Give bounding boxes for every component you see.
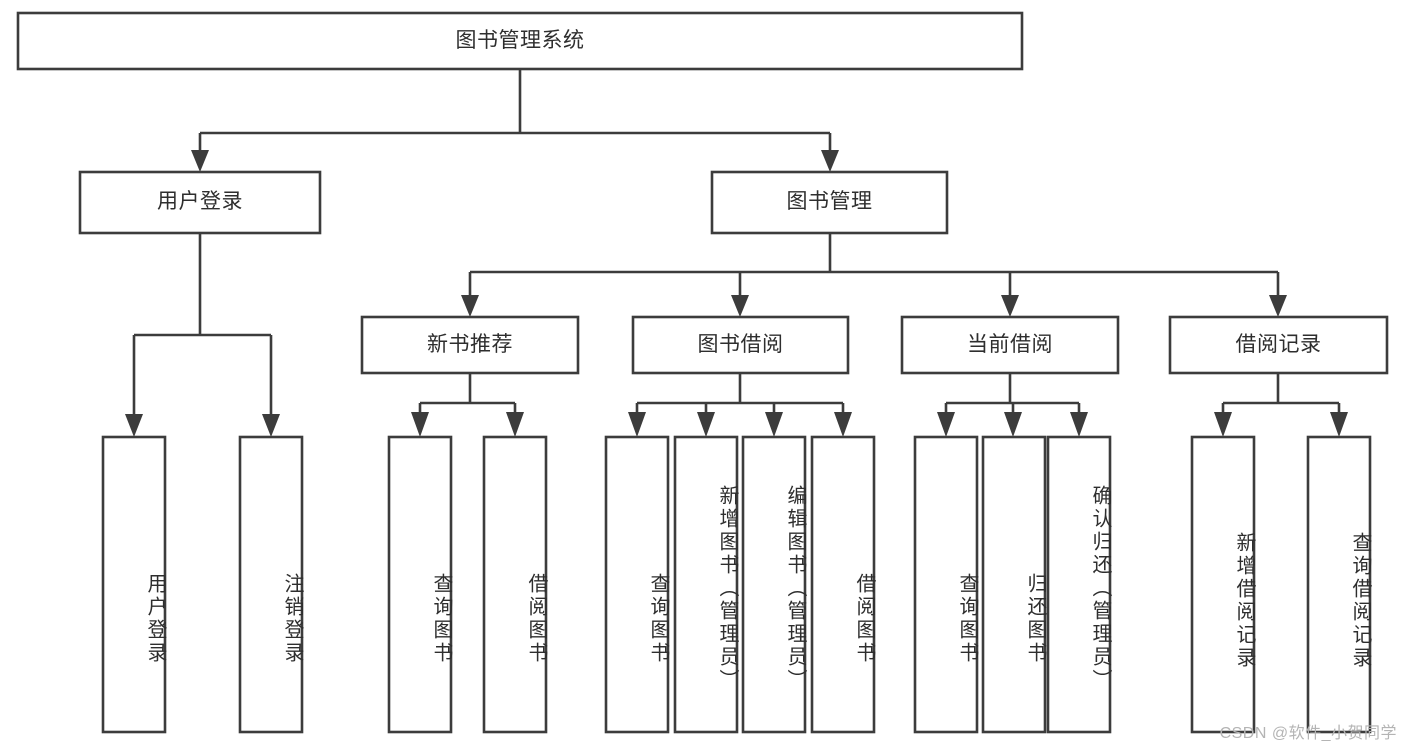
node-box-leaf-borrow-book[interactable] bbox=[810, 435, 876, 734]
arrow-head-leaf-query-book-current bbox=[937, 412, 955, 437]
node-box-book-borrow[interactable] bbox=[631, 315, 850, 375]
arrow-head-borrow-record bbox=[1269, 295, 1287, 317]
node-box-current-borrow[interactable] bbox=[900, 315, 1120, 375]
arrow-head-current-borrow bbox=[1001, 295, 1019, 317]
arrow-head-leaf-borrow-book bbox=[834, 412, 852, 437]
csdn-watermark: CSDN @软件_小贺同学 bbox=[1219, 725, 1397, 742]
connector-root-to-level1 bbox=[191, 69, 839, 172]
arrow-head-leaf-query-book-borrow bbox=[628, 412, 646, 437]
node-box-leaf-edit-book[interactable] bbox=[741, 435, 807, 734]
connector-user-login-to-leaves bbox=[125, 233, 280, 437]
arrow-head-leaf-edit-book bbox=[765, 412, 783, 437]
node-box-borrow-record[interactable] bbox=[1168, 315, 1389, 375]
arrow-head-leaf-user-login bbox=[125, 414, 143, 437]
node-box-leaf-query-book-current[interactable] bbox=[913, 435, 979, 734]
arrow-head-leaf-query-book-rec bbox=[411, 412, 429, 437]
connector-borrow-record-to-leaves bbox=[1214, 373, 1348, 437]
arrow-head-leaf-add-borrow-record bbox=[1214, 412, 1232, 437]
arrow-head-leaf-add-book bbox=[697, 412, 715, 437]
node-box-leaf-return-book[interactable] bbox=[981, 435, 1047, 734]
connector-new-book-recommend-to-leaves bbox=[411, 373, 524, 437]
node-box-leaf-query-book-rec[interactable] bbox=[387, 435, 453, 734]
node-box-leaf-confirm-return[interactable] bbox=[1046, 435, 1112, 734]
node-box-user-login[interactable] bbox=[78, 170, 322, 235]
arrow-head-leaf-logout-login bbox=[262, 414, 280, 437]
node-box-leaf-add-borrow-record[interactable] bbox=[1190, 435, 1256, 734]
arrow-head-leaf-confirm-return bbox=[1070, 412, 1088, 437]
arrow-head-book-management bbox=[821, 150, 839, 172]
node-box-new-book-recommend[interactable] bbox=[360, 315, 580, 375]
connector-current-borrow-to-leaves bbox=[937, 373, 1088, 437]
arrow-head-leaf-return-book bbox=[1004, 412, 1022, 437]
node-box-leaf-add-book[interactable] bbox=[673, 435, 739, 734]
arrow-head-leaf-query-borrow-record bbox=[1330, 412, 1348, 437]
arrow-head-user-login bbox=[191, 150, 209, 172]
arrow-head-new-book-recommend bbox=[461, 295, 479, 317]
node-box-root[interactable] bbox=[16, 11, 1024, 71]
arrow-head-book-borrow bbox=[731, 295, 749, 317]
node-box-leaf-logout-login[interactable] bbox=[238, 435, 304, 734]
node-box-book-management[interactable] bbox=[710, 170, 949, 235]
node-box-leaf-borrow-book-rec[interactable] bbox=[482, 435, 548, 734]
connector-book-management-to-level2 bbox=[461, 233, 1287, 317]
node-box-leaf-query-book-borrow[interactable] bbox=[604, 435, 670, 734]
connector-book-borrow-to-leaves bbox=[628, 373, 852, 437]
arrow-head-leaf-borrow-book-rec bbox=[506, 412, 524, 437]
node-box-leaf-user-login[interactable] bbox=[101, 435, 167, 734]
node-box-leaf-query-borrow-record[interactable] bbox=[1306, 435, 1372, 734]
